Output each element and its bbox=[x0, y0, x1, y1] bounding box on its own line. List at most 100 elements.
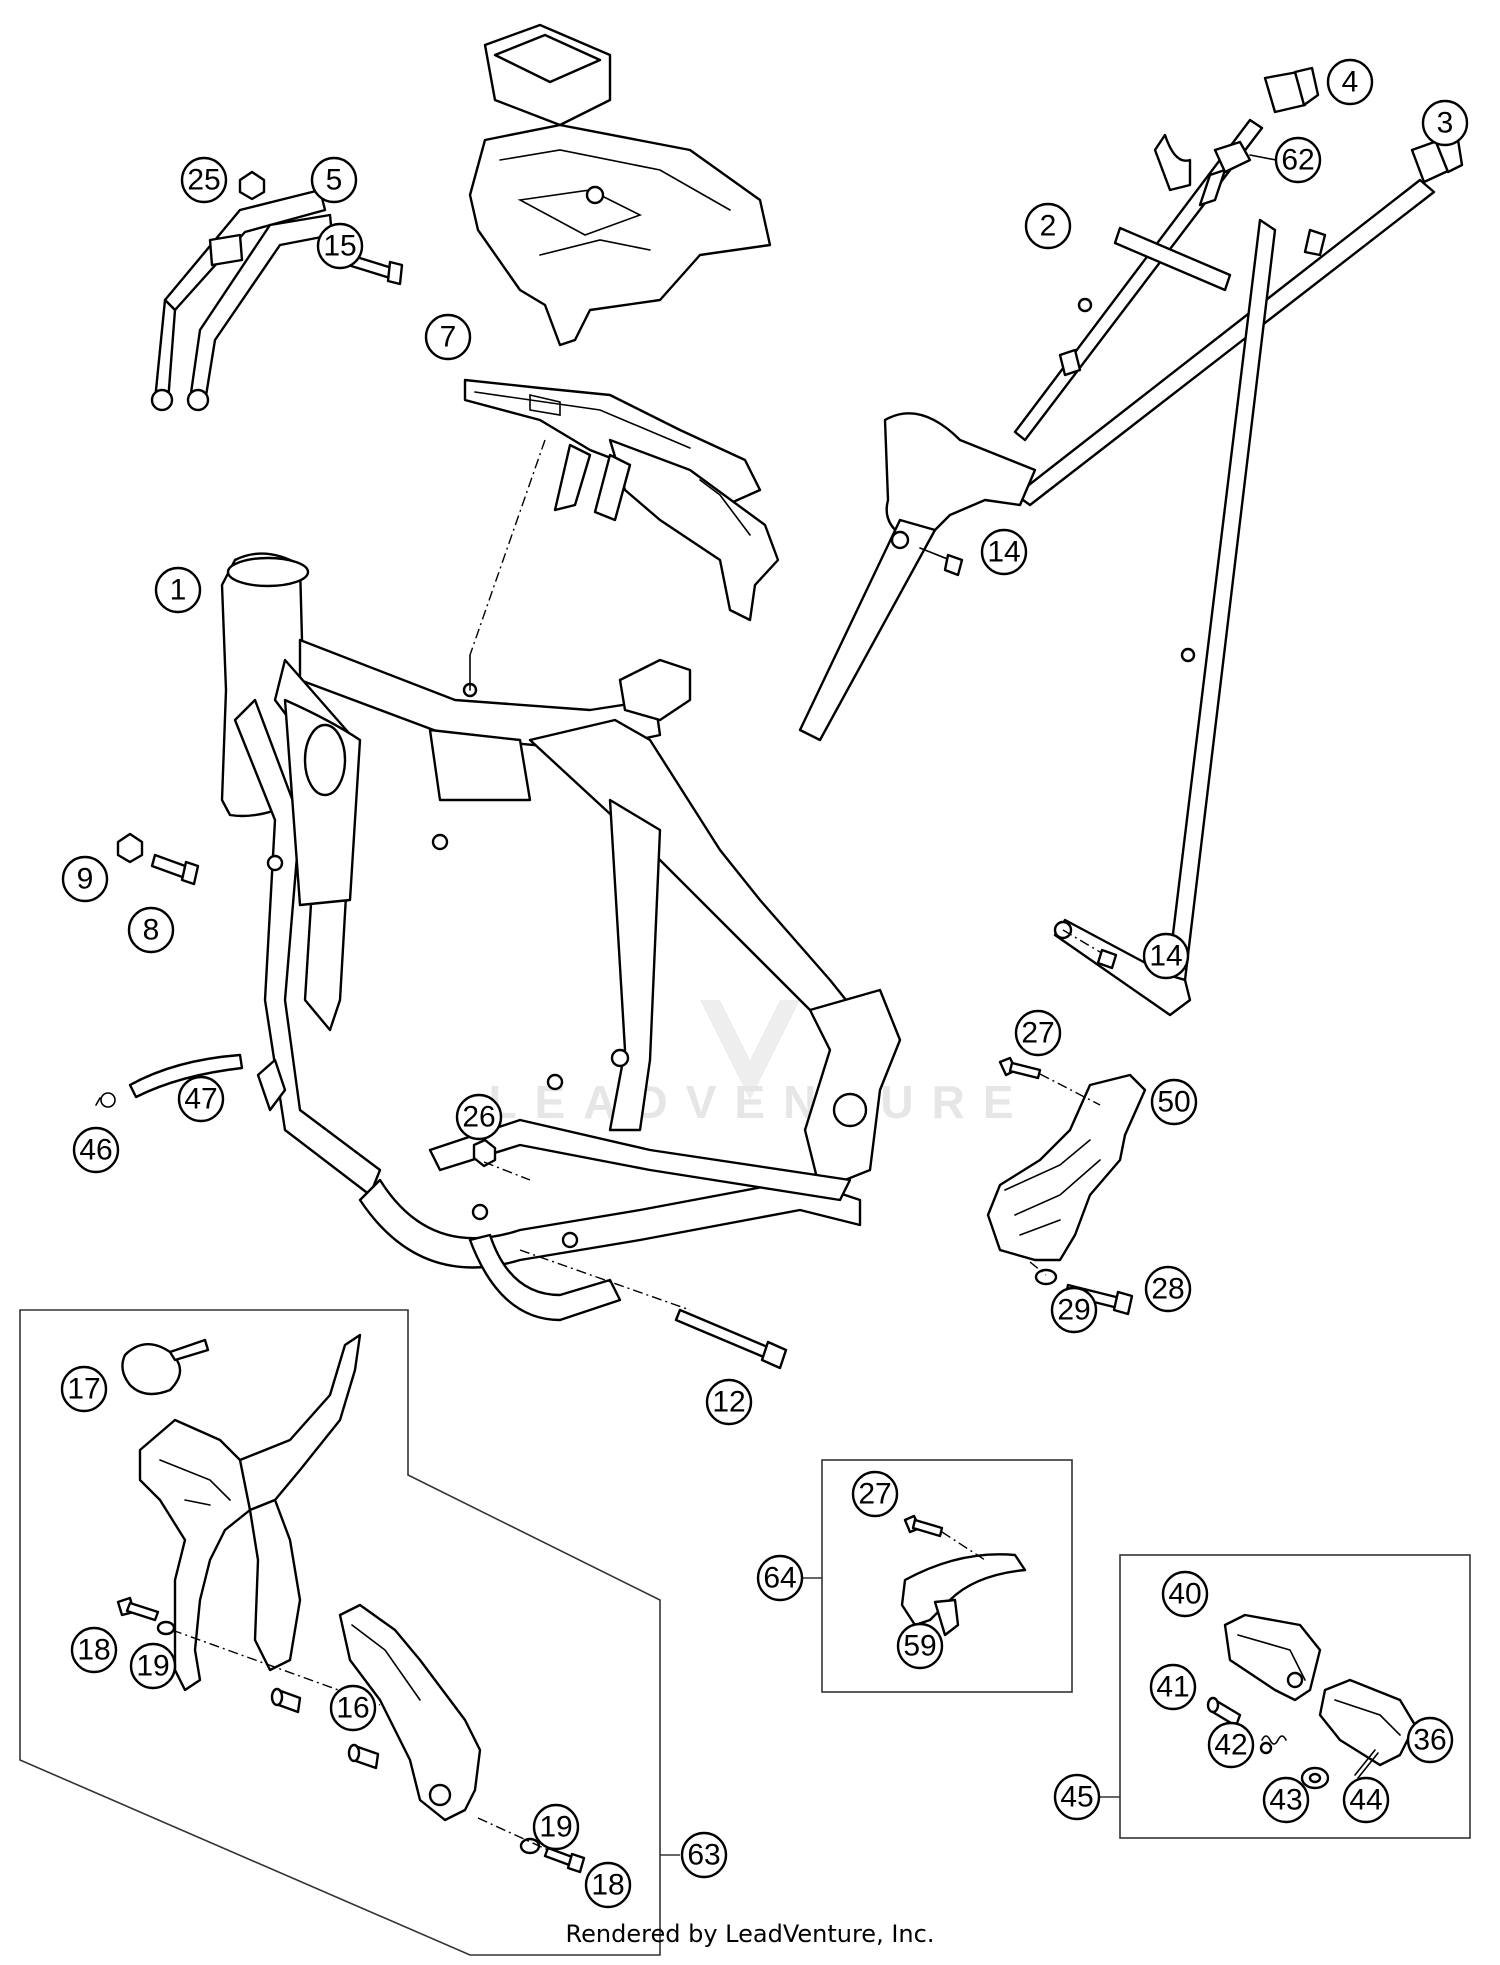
callout-19-right: 19 bbox=[532, 1803, 580, 1851]
callout-12: 12 bbox=[705, 1378, 753, 1426]
callout-2: 2 bbox=[1024, 202, 1072, 250]
callout-label: 19 bbox=[136, 1650, 169, 1683]
callout-label: 7 bbox=[440, 321, 457, 354]
bolt-18-right bbox=[477, 1817, 586, 1874]
callout-label: 8 bbox=[143, 914, 160, 947]
callout-42: 42 bbox=[1207, 1721, 1255, 1769]
callout-label: 45 bbox=[1060, 1781, 1093, 1814]
main-frame bbox=[220, 552, 902, 1322]
nut-26 bbox=[472, 1138, 497, 1168]
callout-63: 63 bbox=[680, 1831, 728, 1879]
end-cap-left bbox=[1263, 66, 1320, 114]
callout-7: 7 bbox=[424, 313, 472, 361]
callout-5: 5 bbox=[310, 156, 358, 204]
callout-label: 17 bbox=[67, 1373, 100, 1406]
cotter-pin-44 bbox=[1354, 1749, 1379, 1779]
callout-9: 9 bbox=[61, 855, 109, 903]
frame-protector-left bbox=[138, 1333, 362, 1692]
callout-29: 29 bbox=[1050, 1286, 1098, 1334]
callout-label: 40 bbox=[1168, 1578, 1201, 1611]
callout-label: 18 bbox=[77, 1634, 110, 1667]
callout-17: 17 bbox=[60, 1365, 108, 1413]
watermark-text: LEADVENTURE bbox=[488, 1076, 1031, 1128]
callout-label: 2 bbox=[1040, 210, 1057, 243]
callout-16: 16 bbox=[329, 1684, 377, 1732]
callout-label: 14 bbox=[987, 536, 1020, 569]
bolt-18-left bbox=[116, 1596, 160, 1622]
callout-label: 44 bbox=[1349, 1784, 1382, 1817]
callout-45: 45 bbox=[1053, 1773, 1101, 1821]
callout-1: 1 bbox=[154, 566, 202, 614]
callout-label: 25 bbox=[187, 164, 220, 197]
callout-28: 28 bbox=[1144, 1265, 1192, 1313]
callout-27-kit: 27 bbox=[851, 1470, 899, 1518]
cable-guide-part bbox=[1213, 140, 1252, 174]
callout-27-chain-guide: 27 bbox=[1014, 1009, 1062, 1057]
callout-label: 19 bbox=[539, 1811, 572, 1844]
footpeg-36 bbox=[1318, 1678, 1417, 1767]
callout-label: 43 bbox=[1269, 1784, 1302, 1817]
nut-9 bbox=[116, 832, 144, 864]
callout-label: 5 bbox=[326, 164, 343, 197]
vent-hose bbox=[128, 1053, 244, 1099]
pin-41 bbox=[1206, 1696, 1242, 1728]
callout-50: 50 bbox=[1150, 1078, 1198, 1126]
callout-41: 41 bbox=[1149, 1663, 1197, 1711]
chain-slider-kit-box bbox=[802, 1459, 1073, 1693]
callout-label: 15 bbox=[323, 230, 356, 263]
callout-14-lower: 14 bbox=[1142, 932, 1190, 980]
callout-label: 9 bbox=[77, 863, 94, 896]
callout-label: 42 bbox=[1214, 1729, 1247, 1762]
callout-label: 41 bbox=[1156, 1671, 1189, 1704]
callout-label: 28 bbox=[1151, 1273, 1184, 1306]
callout-label: 26 bbox=[462, 1101, 495, 1134]
callout-8: 8 bbox=[127, 906, 175, 954]
chain-guide bbox=[986, 1073, 1147, 1262]
callout-25: 25 bbox=[180, 156, 228, 204]
callout-label: 62 bbox=[1281, 144, 1314, 177]
washer-29 bbox=[1029, 1261, 1058, 1286]
callout-46: 46 bbox=[72, 1126, 120, 1174]
callout-label: 14 bbox=[1149, 940, 1182, 973]
bolt-8 bbox=[150, 853, 200, 886]
callout-label: 63 bbox=[687, 1839, 720, 1872]
watermark: LEADVENTURE bbox=[488, 1000, 1031, 1128]
callout-label: 18 bbox=[591, 1869, 624, 1902]
spring-42 bbox=[1259, 1735, 1287, 1755]
callout-label: 29 bbox=[1057, 1294, 1090, 1327]
nut-25 bbox=[238, 170, 266, 201]
spacer-left bbox=[270, 1687, 380, 1770]
chain-slider-59 bbox=[900, 1553, 1027, 1637]
callout-label: 36 bbox=[1413, 1724, 1446, 1757]
engine-mount-bracket bbox=[150, 188, 334, 412]
callout-3: 3 bbox=[1421, 99, 1469, 147]
callout-label: 50 bbox=[1157, 1086, 1190, 1119]
callout-64: 64 bbox=[756, 1554, 804, 1602]
electronics-tray bbox=[468, 23, 772, 347]
frame-protector-right bbox=[338, 1603, 482, 1822]
callout-62: 62 bbox=[1274, 136, 1322, 184]
callout-15: 15 bbox=[316, 222, 364, 270]
frame-protector-kit-box bbox=[19, 1309, 680, 1956]
airbox-guard bbox=[463, 378, 780, 622]
subframe bbox=[798, 118, 1436, 1017]
bolt-14-lower bbox=[1062, 929, 1118, 970]
callout-label: 47 bbox=[184, 1083, 217, 1116]
end-cap-right bbox=[1410, 138, 1464, 184]
callout-label: 1 bbox=[170, 574, 187, 607]
long-bolt-12 bbox=[519, 1249, 788, 1370]
cable-tie-17 bbox=[121, 1338, 210, 1396]
callout-26: 26 bbox=[455, 1093, 503, 1141]
callout-label: 27 bbox=[1021, 1017, 1054, 1050]
callout-59: 59 bbox=[896, 1622, 944, 1670]
callout-4: 4 bbox=[1326, 58, 1374, 106]
callout-label: 3 bbox=[1437, 107, 1454, 140]
callout-19-left: 19 bbox=[129, 1642, 177, 1690]
render-credit: Rendered by LeadVenture, Inc. bbox=[565, 1920, 935, 1948]
callout-label: 4 bbox=[1342, 66, 1359, 99]
callout-47: 47 bbox=[177, 1075, 225, 1123]
callout-label: 59 bbox=[903, 1630, 936, 1663]
footpeg-kit-box bbox=[1100, 1554, 1471, 1839]
callout-label: 16 bbox=[336, 1692, 369, 1725]
